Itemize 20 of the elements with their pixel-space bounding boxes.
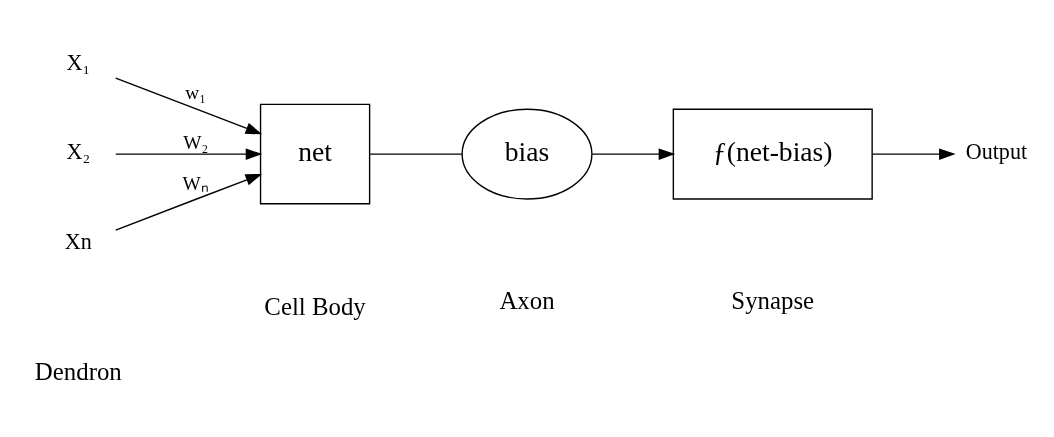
edge-label: W₂: [183, 131, 209, 153]
label: Synapse: [731, 286, 815, 314]
node-text: Output: [965, 138, 1028, 164]
node-text: Xn: [64, 228, 92, 254]
node-text: X₂: [66, 138, 91, 164]
arrow: [115, 173, 263, 231]
label: Dendron: [34, 357, 122, 385]
arrow: [871, 147, 956, 160]
arrow: [591, 147, 676, 160]
connector: [369, 152, 463, 155]
node-text: X₁: [66, 49, 91, 75]
arrow: [115, 77, 263, 134]
node-ellipse: bias: [461, 108, 593, 200]
label: Cell Body: [264, 292, 366, 320]
node-box: net: [259, 103, 371, 204]
node-box: ƒ(net-bias): [672, 108, 873, 200]
arrow: [115, 147, 263, 160]
edge-label: Wₙ: [182, 172, 209, 194]
label: Axon: [499, 286, 555, 314]
edge-label: w₁: [185, 81, 206, 103]
